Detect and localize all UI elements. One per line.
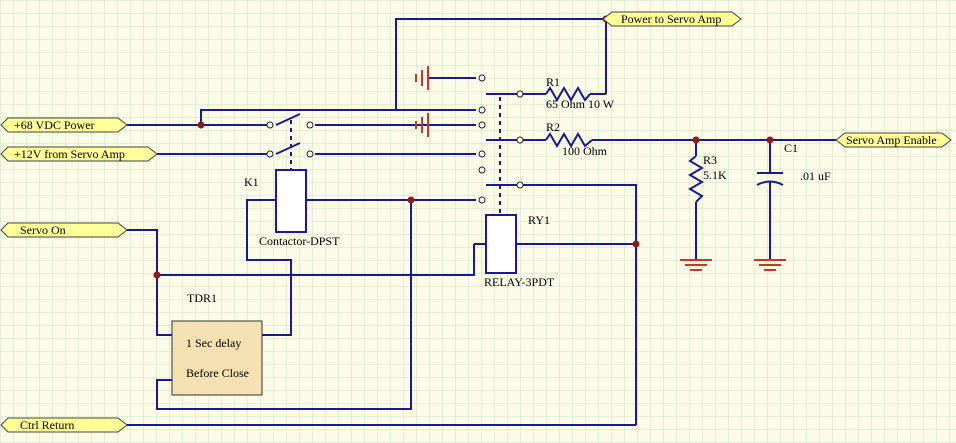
wires (127, 18, 836, 426)
tdr1-line2-label: Before Close (186, 366, 249, 380)
ground-icon (754, 259, 786, 271)
c1-capacitor (756, 172, 784, 186)
ry1-type-label: RELAY-3PDT (484, 275, 555, 289)
r3-value-label: 5.1K (703, 168, 727, 182)
r1-ref-label: R1 (546, 75, 560, 89)
port-vdc-power: +68 VDC Power (0, 117, 128, 133)
tdr1-ref-label: TDR1 (187, 291, 217, 305)
r3-ref-label: R3 (703, 153, 717, 167)
r1-resistor (545, 86, 591, 102)
ground-icon (415, 113, 429, 137)
c1-value-label: .01 uF (800, 169, 831, 183)
port-servo-on: Servo On (0, 222, 128, 238)
port-label: Servo On (20, 223, 66, 237)
port-ctrl-return: Ctrl Return (0, 417, 128, 433)
r1-value-label: 65 Ohm 10 W (546, 97, 615, 111)
ry1-contacts (486, 93, 520, 216)
tdr1-line1-label: 1 Sec delay (186, 336, 241, 350)
k1-coil (275, 169, 307, 233)
k1-ref-label: K1 (244, 175, 259, 189)
contact-terminals (266, 74, 524, 204)
port-label: Power to Servo Amp (621, 12, 721, 26)
ry1-coil (485, 214, 517, 274)
port-12v-from-servo-amp: +12V from Servo Amp (0, 146, 158, 162)
r3-resistor (688, 155, 704, 203)
tdr1-box (171, 320, 263, 396)
k1-switch (275, 113, 301, 170)
r2-value-label: 100 Ohm (562, 144, 608, 158)
port-label: Servo Amp Enable (846, 133, 937, 147)
c1-ref-label: C1 (784, 141, 798, 155)
ground-icon (415, 66, 429, 90)
port-power-to-servo-amp: Power to Servo Amp (602, 11, 742, 27)
k1-type-label: Contactor-DPST (259, 234, 340, 248)
r2-resistor (545, 132, 593, 148)
ry1-ref-label: RY1 (528, 213, 550, 227)
port-label: Ctrl Return (20, 418, 74, 432)
ground-icon (680, 259, 712, 271)
port-servo-amp-enable: Servo Amp Enable (835, 132, 952, 148)
port-label: +68 VDC Power (14, 118, 95, 132)
r2-ref-label: R2 (546, 120, 560, 134)
port-label: +12V from Servo Amp (14, 147, 125, 161)
